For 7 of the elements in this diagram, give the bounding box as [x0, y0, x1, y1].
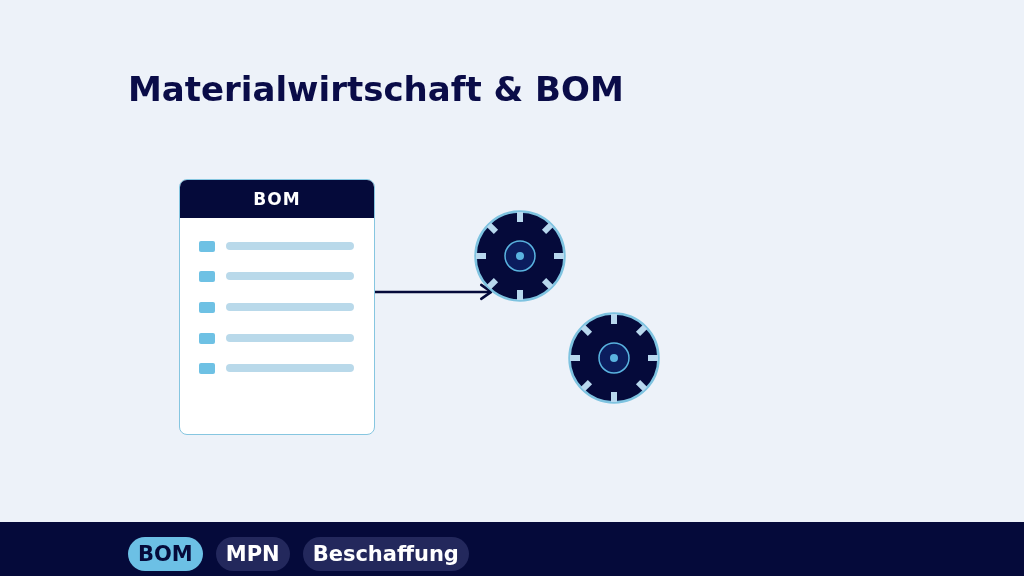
topic-tag: Beschaffung [302, 537, 469, 571]
arrow [375, 283, 493, 301]
document-card [179, 179, 375, 435]
card-title: BOM [180, 180, 374, 218]
title: Materialwirtschaft & BOM [128, 69, 624, 109]
topic-tag: BOM [128, 537, 203, 571]
topic-tag: MPN [215, 537, 290, 571]
